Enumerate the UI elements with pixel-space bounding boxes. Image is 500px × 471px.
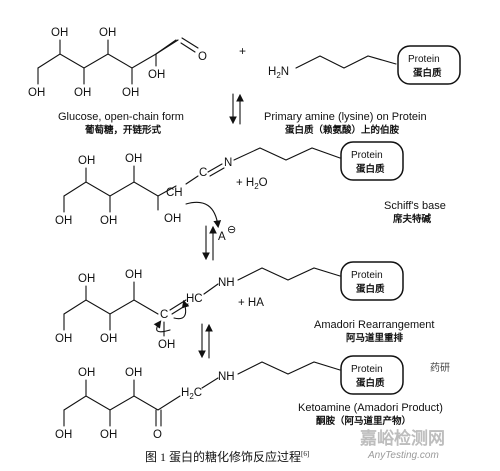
figure-caption: 图 1 蛋白的糖化修饰反应过程[6]: [145, 449, 309, 464]
equilibrium-arrow-3: [198, 323, 213, 359]
watermark-handle: 药研: [430, 362, 450, 374]
curved-arrow-3: [153, 320, 171, 333]
schiff-oh-5: OH: [164, 213, 181, 225]
protein-cn-label-3: 蛋白质: [356, 283, 385, 295]
protein-box-1: [397, 45, 461, 85]
schiff-ch: CH: [166, 187, 183, 199]
protein-box-4: [340, 355, 404, 395]
curved-arrow-1: [185, 201, 222, 229]
keto-oh-3: OH: [100, 429, 117, 441]
glucose-oh-1: OH: [28, 87, 45, 99]
protein-label-4: Protein: [351, 364, 383, 375]
amadori-label-cn: 阿马道里重排: [346, 332, 404, 344]
glucose-oh-2: OH: [51, 27, 68, 39]
amine-label-cn: 蛋白质（赖氨酸）上的伯胺: [285, 124, 400, 136]
amine-label: Primary amine (lysine) on Protein: [264, 111, 427, 123]
enol-oh-1: OH: [55, 333, 72, 345]
plus-sign-1: +: [239, 44, 246, 58]
schiff-base-structure: OH OH OH OH CH OH C N Protein 蛋白质: [55, 141, 404, 227]
glucose-label: Glucose, open-chain form: [58, 111, 184, 123]
enol-oh-2: OH: [78, 273, 95, 285]
schiff-oh-3: OH: [100, 215, 117, 227]
ketoamine-label: Ketoamine (Amadori Product): [298, 402, 443, 414]
watermark-url: AnyTesting.com: [367, 450, 439, 461]
protein-box-2: [340, 141, 404, 181]
enol-oh-3: OH: [100, 333, 117, 345]
plus-h2o: + H2O: [236, 177, 268, 191]
glucose-oh-6: OH: [148, 69, 165, 81]
glucose-structure: OH OH OH OH OH OH O: [28, 27, 207, 99]
schiff-oh-1: OH: [55, 215, 72, 227]
schiff-oh-2: OH: [78, 155, 95, 167]
protein-cn-label-2: 蛋白质: [356, 163, 385, 175]
base-minus: ⊖: [227, 224, 236, 236]
keto-oh-1: OH: [55, 429, 72, 441]
glucose-aldehyde-o: O: [198, 51, 207, 63]
protein-label-2: Protein: [351, 150, 383, 161]
equilibrium-arrow-2: [202, 225, 217, 261]
enol-nh: NH: [218, 277, 235, 289]
primary-amine-structure: H2N Protein 蛋白质: [268, 45, 461, 85]
schiff-n: N: [224, 157, 232, 169]
ketoamine-structure: OH OH OH OH O H2C NH Protein 蛋白质: [55, 355, 404, 441]
watermark-brand: 嘉峪检测网: [359, 428, 445, 448]
keto-nh: NH: [218, 371, 235, 383]
keto-oh-2: OH: [78, 367, 95, 379]
plus-ha: + HA: [238, 297, 264, 309]
curved-arrow-2: [173, 299, 190, 320]
keto-oh-4: OH: [125, 367, 142, 379]
keto-o: O: [153, 429, 162, 441]
enol-structure: OH OH OH OH C OH HC NH Protein 蛋白质: [55, 261, 404, 351]
schiff-c: C: [199, 167, 207, 179]
base-a: A: [218, 231, 226, 243]
enol-c: C: [160, 309, 168, 321]
glucose-oh-5: OH: [122, 87, 139, 99]
keto-h2c: H2C: [181, 387, 202, 401]
amadori-label: Amadori Rearrangement: [314, 319, 434, 331]
watermark: 药研 嘉峪检测网 AnyTesting.com: [359, 362, 450, 461]
ketoamine-label-cn: 酮胺（阿马道里产物）: [316, 415, 411, 427]
schiff-label-cn: 席夫特碱: [393, 213, 432, 225]
enol-hc: HC: [186, 293, 203, 305]
protein-label-1: Protein: [408, 54, 440, 65]
enol-oh-4: OH: [125, 269, 142, 281]
schiff-oh-4: OH: [125, 153, 142, 165]
protein-cn-label-1: 蛋白质: [413, 67, 442, 79]
schiff-label: Schiff's base: [384, 200, 446, 212]
equilibrium-arrow-1: [229, 93, 244, 125]
amine-h2n: H2N: [268, 66, 289, 80]
glucose-label-cn: 葡萄糖，开链形式: [84, 124, 162, 136]
protein-label-3: Protein: [351, 270, 383, 281]
protein-box-3: [340, 261, 404, 301]
enol-oh-5: OH: [158, 339, 175, 351]
glucose-oh-3: OH: [74, 87, 91, 99]
glucose-oh-4: OH: [99, 27, 116, 39]
protein-cn-label-4: 蛋白质: [356, 377, 385, 389]
